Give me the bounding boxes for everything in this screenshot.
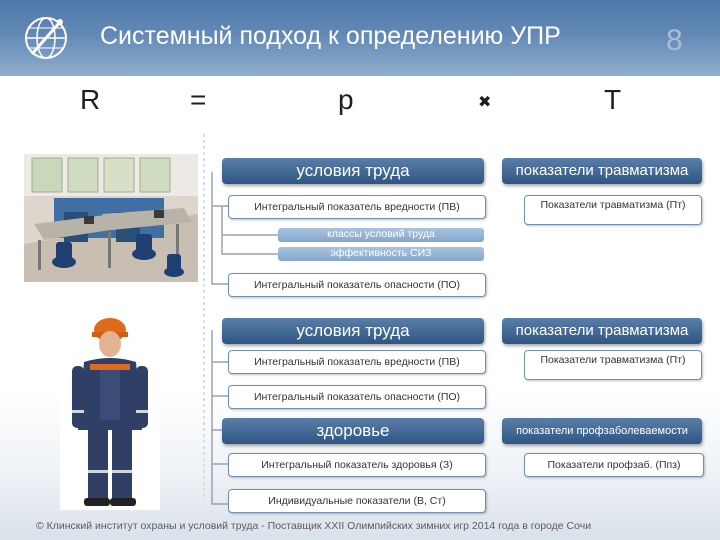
footer-text: © Клинский институт охраны и условий тру… — [36, 520, 592, 532]
injury-value-2: Показатели травматизма (Пт) — [524, 350, 702, 380]
injury-indicators-header-1: показатели травматизма — [502, 158, 702, 184]
working-conditions-classes: классы условий труда — [278, 228, 484, 242]
multiply-icon: ✖ — [478, 94, 492, 111]
page-title: Системный подход к определению УПР — [100, 22, 561, 50]
formula-p: p — [338, 84, 354, 115]
worker-photo — [60, 310, 160, 510]
conditions-header-2: условия труда — [222, 318, 484, 344]
conditions-header-1: условия труда — [222, 158, 484, 184]
header-bar: Системный подход к определению УПР 8 — [0, 0, 720, 76]
injury-indicators-header-2: показатели травматизма — [502, 318, 702, 344]
harm-index-1: Интегральный показатель вредности (ПВ) — [228, 195, 486, 219]
formula-r: R — [80, 84, 101, 115]
formula-t: T — [604, 84, 622, 115]
office-photo — [24, 154, 198, 282]
formula-equals: = — [190, 84, 207, 115]
individual-indicators: Индивидуальные показатели (В, Ст) — [228, 489, 486, 513]
occupational-indicators-header: показатели профзаболеваемости — [502, 418, 702, 444]
slide-number: 8 — [666, 24, 683, 57]
danger-index-2: Интегральный показатель опасности (ПО) — [228, 385, 486, 409]
institute-globe-logo-icon — [25, 17, 67, 59]
health-index: Интегральный показатель здоровья (З) — [228, 453, 486, 477]
danger-index-1: Интегральный показатель опасности (ПО) — [228, 273, 486, 297]
harm-index-2: Интегральный показатель вредности (ПВ) — [228, 350, 486, 374]
occupational-value: Показатели профзаб. (Ппз) — [524, 453, 704, 477]
health-header: здоровье — [222, 418, 484, 444]
injury-value-1: Показатели травматизма (Пт) — [524, 195, 702, 225]
ppe-efficiency: эффективность СИЗ — [278, 247, 484, 261]
